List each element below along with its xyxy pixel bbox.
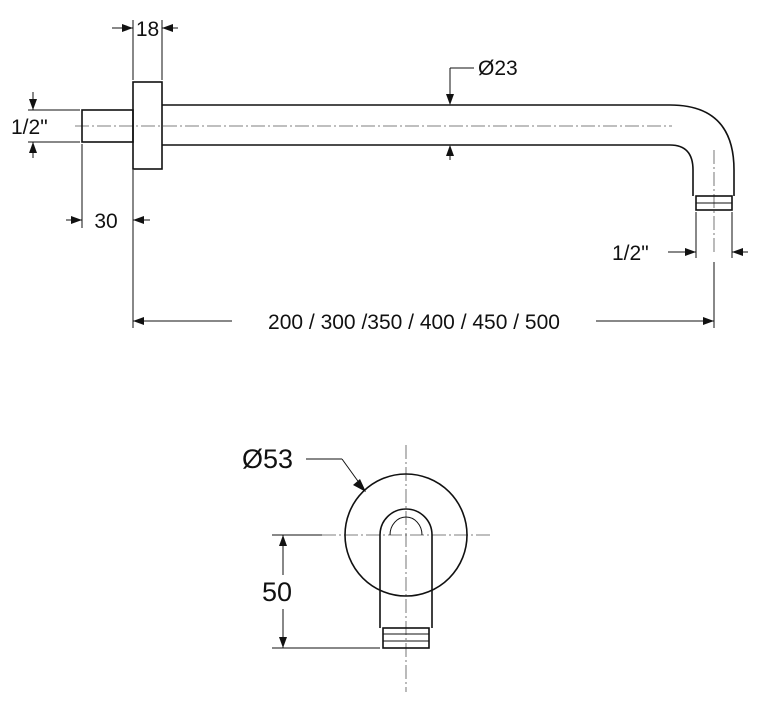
dim-inlet-arrow-top: [29, 99, 37, 110]
dim-length-arrow-right: [703, 317, 714, 325]
front-outlet-inner: [389, 516, 423, 536]
dim-23-arrow-bottom: [446, 145, 454, 156]
dim-50-arrow-bottom: [279, 637, 287, 648]
outlet-thread-label: 1/2": [612, 242, 649, 265]
dim-30-arrow-left: [71, 216, 82, 224]
inlet-length-label: 30: [94, 210, 117, 233]
front-flange-circle: [344, 473, 468, 597]
dim-length-arrow-left: [133, 317, 144, 325]
pipe-diameter-label: Ø23: [478, 57, 518, 80]
flange-width-label: 18: [136, 18, 159, 41]
wall-flange: [132, 81, 163, 170]
front-view: Ø53 50: [242, 444, 492, 692]
arm-lengths-label: 200 / 300 /350 / 400 / 450 / 500: [268, 311, 560, 334]
side-view: 18 Ø23 1/2" 30 1/2": [11, 18, 748, 334]
outlet-height-label: 50: [262, 577, 292, 607]
dim-30-arrow-right: [133, 216, 144, 224]
dim-inlet-arrow-bottom: [29, 142, 37, 153]
dim-outlet-arrow-left: [685, 248, 696, 256]
dim-outlet-arrow-right: [732, 248, 743, 256]
shower-arm-pipe: [162, 104, 735, 196]
dim-53-leader-d: [341, 458, 361, 485]
front-thread-end: [382, 627, 430, 649]
dim-18-arrow-left: [122, 24, 133, 32]
inlet-thread-label: 1/2": [11, 116, 48, 139]
dim-18-arrow-right: [162, 24, 173, 32]
front-outlet-outer: [379, 508, 433, 628]
dim-53-arrow: [353, 479, 366, 492]
dim-50-arrow-top: [279, 535, 287, 546]
dim-23-arrow-top: [446, 94, 454, 105]
flange-diameter-label: Ø53: [242, 444, 293, 474]
dim-50-label-bg: [258, 575, 298, 609]
